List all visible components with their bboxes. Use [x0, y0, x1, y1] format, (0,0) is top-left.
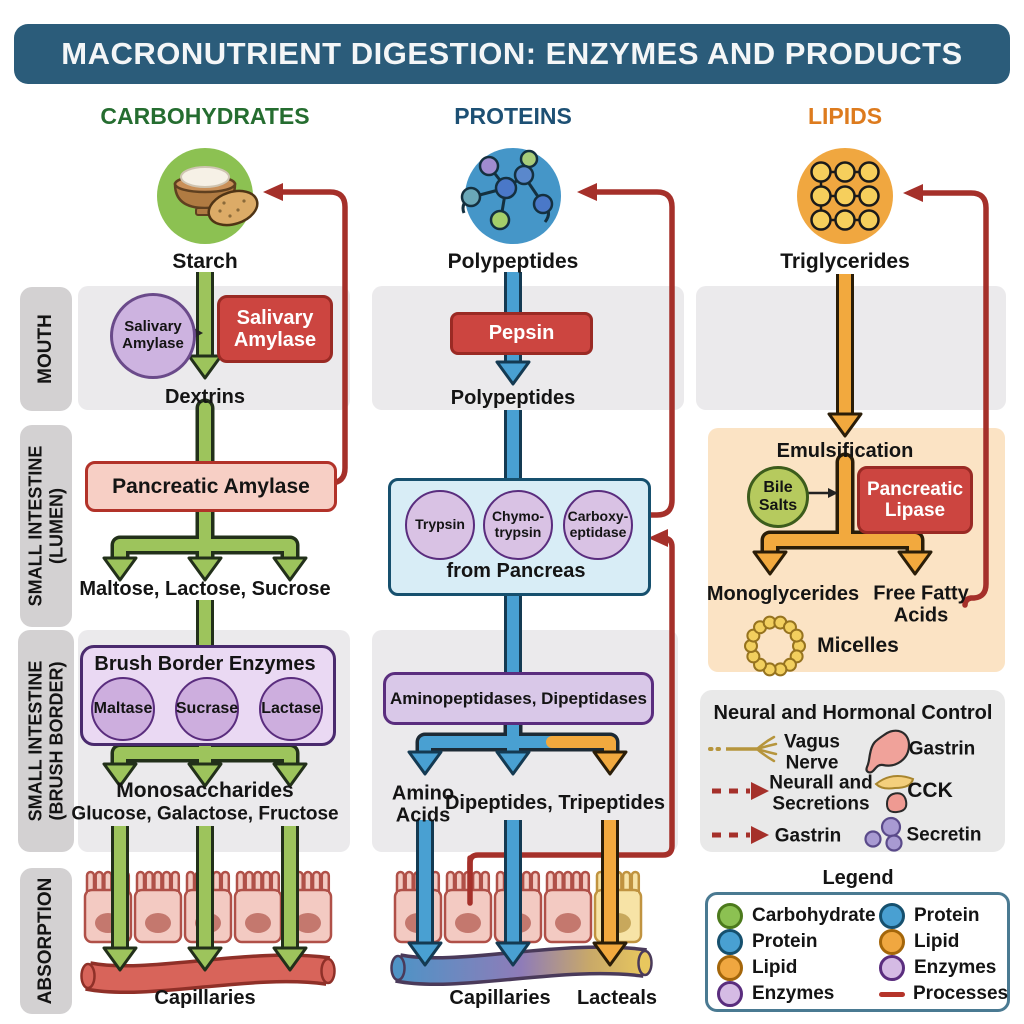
legend-label: Protein [752, 931, 818, 952]
stage-label-absorption: ABSORPTION [35, 877, 57, 1005]
neural-control-panel [700, 690, 1005, 852]
stage-label-lumen: SMALL INTESTINE (LUMEN) [25, 445, 66, 607]
amino-acids-label: Amino Acids [391, 782, 455, 827]
lactase-circle: Lactase [259, 677, 323, 741]
vagus-nerve-label: Vagus Nerve [784, 731, 840, 774]
lipid-swatch-icon [717, 955, 743, 981]
monoglycerides-label: Monoglycerides [706, 582, 860, 605]
free-fatty-acids-label: Free Fatty Acids [873, 582, 969, 627]
chymotrypsin-circle: Chymo- trypsin [483, 490, 553, 560]
protein-swatch-icon [879, 903, 905, 929]
gastrin-label-left: Gastrin [774, 825, 842, 847]
polypeptides-product-label: Polypeptides [450, 386, 576, 409]
salivary-amylase-box: Salivary Amylase [217, 295, 333, 363]
column-header-carbohydrates: CARBOHYDRATES [100, 103, 310, 130]
legend-label: Enzymes [752, 983, 835, 1004]
monosaccharides-label: Monosaccharides [116, 779, 294, 803]
pancreatic-lipase-box: Pancreatic Lipase [857, 466, 973, 534]
stage-box-mouth [20, 287, 72, 411]
monosaccharide-list-label: Glucose, Galactose, Fructose [71, 803, 339, 825]
legend-label: Lipid [914, 931, 960, 952]
legend-label: Processes [913, 983, 1009, 1004]
legend-item-carbohydrate: Carbohydrate [717, 903, 876, 929]
bile-salts-circle: Bile Salts [747, 466, 809, 528]
legend-box [705, 892, 1010, 1012]
triglycerides-label: Triglycerides [780, 250, 910, 274]
stage-label-brushborder: SMALL INTESTINE (BRUSH BORDER) [25, 660, 66, 822]
lacteals-label: Lacteals [576, 986, 658, 1009]
pancreatic-amylase-box: Pancreatic Amylase [85, 461, 337, 512]
title-bar: MACRONUTRIENT DIGESTION: ENZYMES AND PRO… [14, 24, 1010, 84]
legend-title: Legend [822, 866, 894, 889]
legend-item-enzymes-right: Enzymes [879, 955, 996, 981]
brush-border-enzymes-title: Brush Border Enzymes [94, 652, 316, 675]
lipid-swatch-icon [879, 929, 905, 955]
legend-label: Carbohydrate [752, 905, 876, 926]
protein-swatch-icon [717, 929, 743, 955]
aminopeptidases-box: Aminopeptidases, Dipeptidases [383, 672, 654, 725]
neural-secretions-label: Neurall and Secretions [769, 772, 873, 815]
micelles-label: Micelles [817, 634, 899, 658]
stage-box-brushborder [18, 630, 74, 852]
disaccharides-label: Maltose, Lactose, Sucrose [79, 577, 331, 600]
gastrin-label-right: Gastrin [908, 738, 976, 760]
starch-label: Starch [172, 250, 238, 274]
cck-label: CCK [907, 779, 953, 803]
dextrins-label: Dextrins [164, 385, 246, 408]
enzymes-swatch-icon [879, 955, 905, 981]
stage-label-mouth: MOUTH [35, 314, 57, 384]
dipeptides-label: Dipeptides, Tripeptides [444, 791, 666, 814]
legend-label: Protein [914, 905, 980, 926]
legend-item-protein-right: Protein [879, 903, 979, 929]
emulsification-label: Emulsification [776, 439, 914, 462]
maltase-circle: Maltase [91, 677, 155, 741]
neural-panel-title: Neural and Hormonal Control [713, 701, 993, 724]
column-header-lipids: LIPIDS [807, 103, 883, 130]
trypsin-circle: Trypsin [405, 490, 475, 560]
salivary-amylase-enzyme-circle: Salivary Amylase [110, 293, 196, 379]
pepsin-box: Pepsin [450, 312, 593, 355]
stage-box-absorption [20, 868, 72, 1014]
polypeptides-label: Polypeptides [447, 250, 579, 274]
legend-item-processes: Processes [879, 981, 1008, 1007]
legend-item-lipid-right: Lipid [879, 929, 959, 955]
legend-label: Enzymes [914, 957, 997, 978]
page-title: MACRONUTRIENT DIGESTION: ENZYMES AND PRO… [61, 36, 963, 71]
secretin-label: Secretin [906, 824, 982, 846]
sucrase-circle: Sucrase [175, 677, 239, 741]
enzymes-swatch-icon [717, 981, 743, 1007]
processes-line-icon [879, 991, 905, 997]
carboxypeptidase-circle: Carboxy- eptidase [563, 490, 633, 560]
legend-item-lipid-left: Lipid [717, 955, 797, 981]
capillaries-label-carb: Capillaries [154, 986, 256, 1009]
stage-box-lumen [20, 425, 72, 627]
legend-item-protein-left: Protein [717, 929, 817, 955]
from-pancreas-label: from Pancreas [446, 559, 586, 582]
legend-label: Lipid [752, 957, 798, 978]
column-header-proteins: PROTEINS [454, 103, 572, 130]
legend-item-enzymes-left: Enzymes [717, 981, 834, 1007]
capillaries-label-protein: Capillaries [449, 986, 551, 1009]
carbohydrate-swatch-icon [717, 903, 743, 929]
